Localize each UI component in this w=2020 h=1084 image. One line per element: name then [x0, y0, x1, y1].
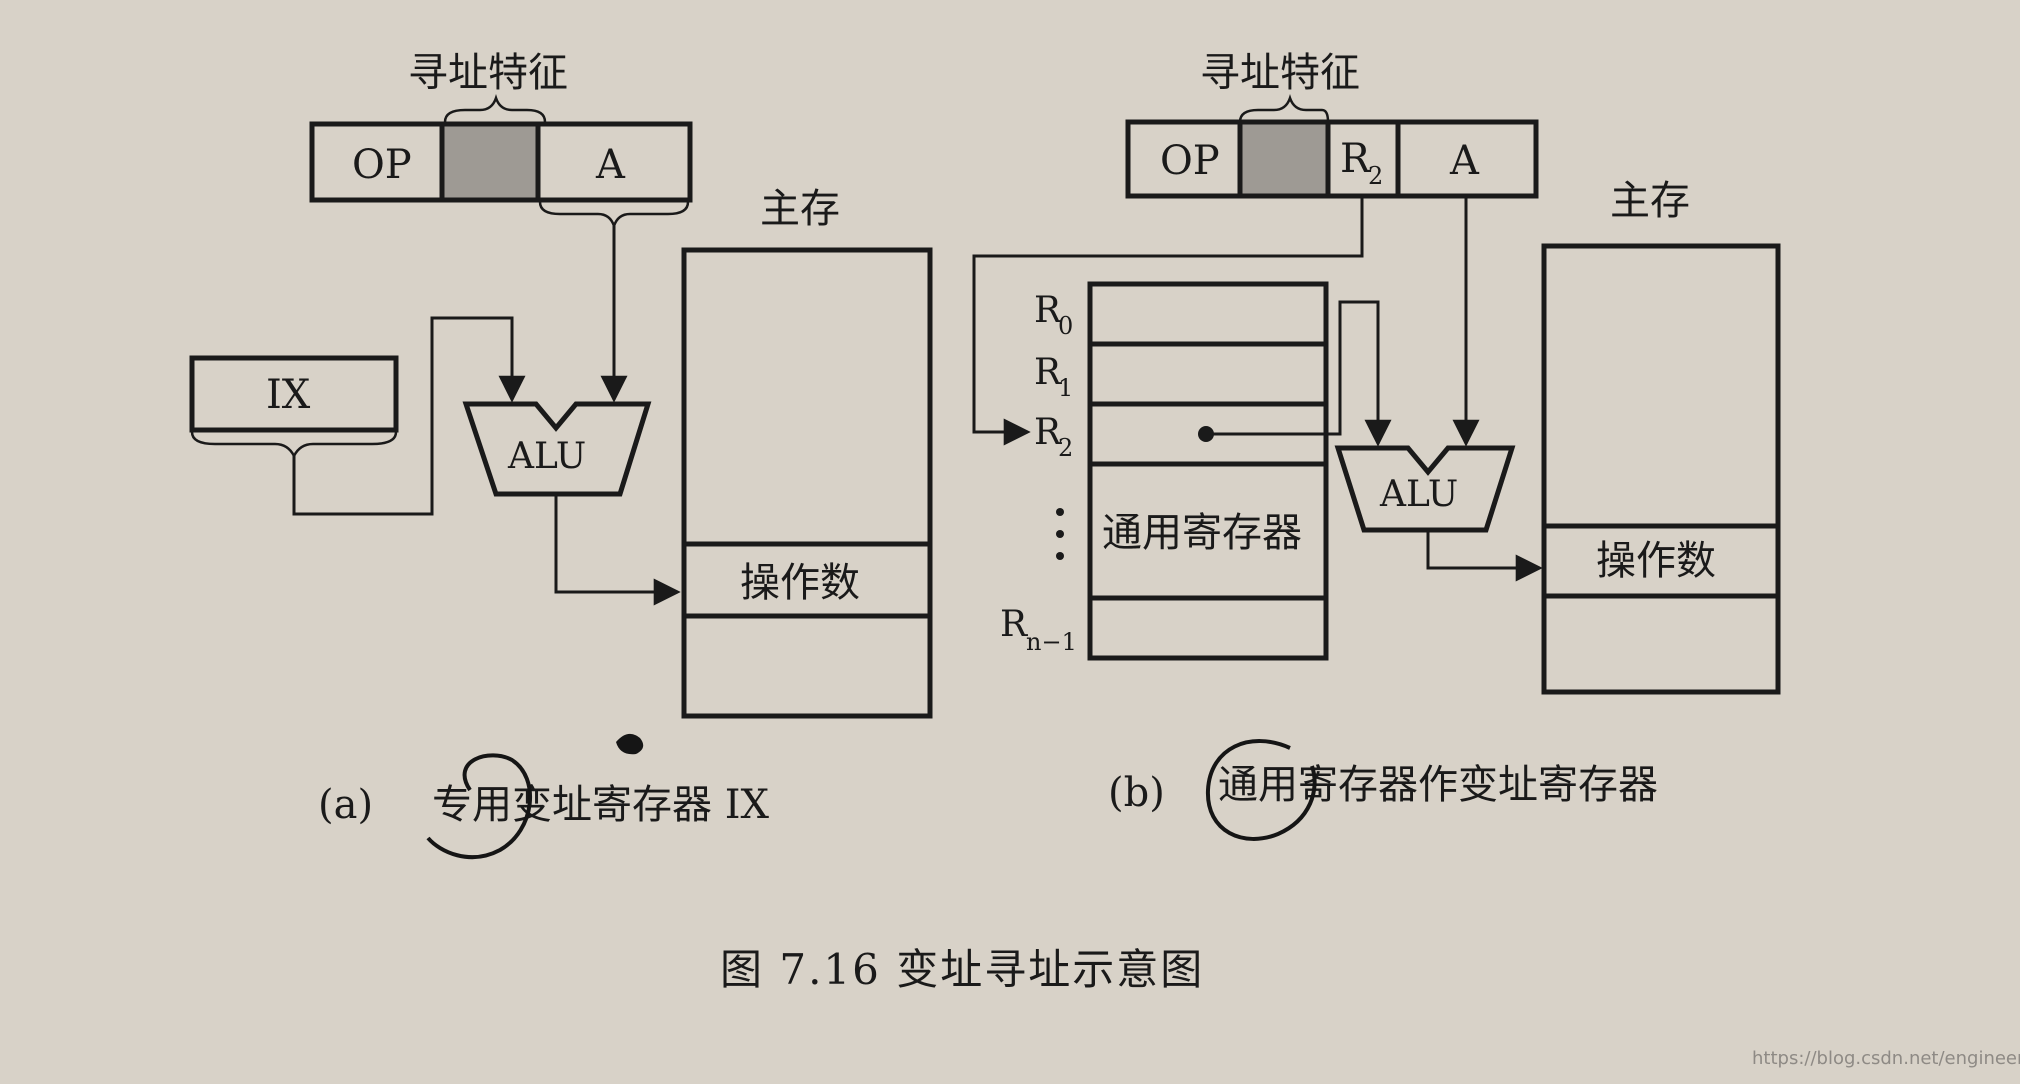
main-memory-b: [1541, 243, 1781, 695]
wire-ix-to-alu: [292, 316, 526, 516]
register-r0-label: R: [1034, 290, 1062, 331]
wire-alu-to-operand-b: [1426, 530, 1543, 582]
feature-field-b: [1240, 122, 1328, 196]
caption-b-text: 通用寄存器作变址寄存器: [1218, 762, 1658, 808]
register-file: [1087, 281, 1329, 661]
field-op-a: OP: [352, 142, 412, 188]
instruction-word-a: [309, 121, 693, 203]
panel-b: 寻址特征 OP R 2 A 通用寄存器 R 0 R 1 R 2 R n−1 AL…: [972, 50, 1781, 841]
register-ix: [189, 355, 399, 433]
addressing-feature-label-a: 寻址特征: [408, 50, 568, 96]
caption-a-prefix: (a): [318, 782, 373, 828]
main-memory-title-a: 主存: [760, 186, 840, 232]
field-r2-sub-b: 2: [1368, 162, 1383, 190]
ellipsis-dot-1: [1056, 508, 1064, 516]
register-r1-label: R: [1034, 352, 1062, 393]
register-ix-label: IX: [266, 372, 311, 418]
hand-circle-a: [426, 753, 533, 860]
field-r2-b: R: [1340, 136, 1372, 182]
operand-cell-a: 操作数: [740, 560, 860, 606]
field-a-b: A: [1449, 138, 1480, 184]
field-op-b: OP: [1160, 138, 1220, 184]
ellipsis-dot-3: [1056, 552, 1064, 560]
feature-field-a: [442, 124, 538, 200]
instruction-word-b: [1125, 119, 1539, 199]
feature-brace-a: [443, 94, 547, 123]
register-file-label: 通用寄存器: [1102, 510, 1302, 556]
register-r0-sub: 0: [1058, 312, 1073, 340]
panel-a: 寻址特征 OP A IX ALU 主存 操作数 (a) 专用变址寄存器 IX: [189, 50, 933, 860]
feature-brace-b: [1238, 94, 1330, 123]
register-rn1-sub: n−1: [1026, 628, 1077, 656]
field-a-brace-a: [538, 201, 690, 230]
caption-a-text: 专用变址寄存器 IX: [432, 782, 770, 828]
register-r2-label: R: [1034, 412, 1062, 453]
ink-blot: [616, 733, 644, 755]
register-ix-brace: [190, 431, 398, 459]
alu-a: [462, 401, 652, 497]
wire-r2-to-alu: [1206, 300, 1392, 447]
main-memory-title-b: 主存: [1610, 178, 1690, 224]
operand-cell-b: 操作数: [1596, 538, 1716, 584]
ellipsis-dot-2: [1056, 530, 1064, 538]
caption-b-prefix: (b): [1108, 770, 1165, 816]
alu-a-label: ALU: [507, 436, 586, 477]
main-memory-a: [681, 247, 933, 719]
addressing-feature-label-b: 寻址特征: [1200, 50, 1360, 96]
alu-b-label: ALU: [1379, 474, 1458, 515]
register-r1-sub: 1: [1058, 374, 1073, 402]
alu-b: [1334, 445, 1516, 533]
field-a-a: A: [595, 142, 626, 188]
wire-r2-field-to-register: [972, 198, 1364, 446]
register-rn1-label: R: [1000, 604, 1028, 645]
hand-circle-b: [1205, 739, 1317, 841]
watermark-text: https://blog.csdn.net/engineer0: [1752, 1048, 2020, 1069]
register-r2-sub: 2: [1058, 434, 1073, 462]
figure-caption: 图 7.16 变址寻址示意图: [720, 945, 1204, 994]
wire-alu-to-operand-a: [554, 494, 681, 606]
